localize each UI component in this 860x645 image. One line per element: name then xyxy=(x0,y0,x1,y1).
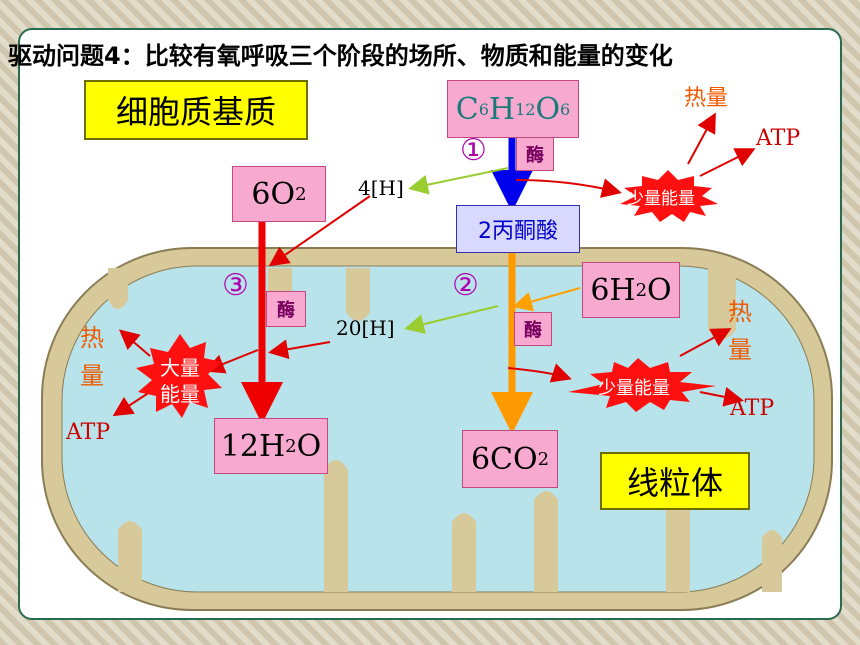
h4-to-etc-arrow xyxy=(268,195,371,267)
water6-sub: 2 xyxy=(635,279,648,301)
h20-to-etc-arrow xyxy=(268,339,331,360)
enzyme-3: 酶 xyxy=(266,291,306,327)
mid-heat-arrow xyxy=(679,328,732,357)
o2-main: 6O xyxy=(251,176,296,212)
mitochondria-label: 线粒体 xyxy=(600,452,750,510)
cytoplasm-text: 细胞质基质 xyxy=(115,93,276,131)
glucose-o: O xyxy=(535,91,561,127)
top-heat-label: 热量 xyxy=(684,86,729,111)
small-energy-arrow-2 xyxy=(507,363,572,383)
water12-sub: 2 xyxy=(285,435,297,457)
glucose-sub2: 12 xyxy=(515,99,536,119)
big-atp-label: ATP xyxy=(66,420,111,445)
water-in-arrow xyxy=(512,287,581,312)
h20-label: 20[H] xyxy=(336,316,395,340)
small-energy-burst-1 xyxy=(620,170,718,222)
mid-atp-label: ATP xyxy=(730,396,775,421)
pyruvate-text: 2丙酮酸 xyxy=(478,219,558,244)
big-energy-burst xyxy=(136,334,222,418)
co2-sub: 2 xyxy=(537,448,550,470)
mid-heat-label-1: 热 xyxy=(728,298,752,326)
glucose-c: C xyxy=(455,91,479,127)
o2-sub: 2 xyxy=(295,183,307,205)
water6-h: 6H xyxy=(590,272,636,308)
glucose-h: H xyxy=(488,91,516,127)
page-title: 驱动问题4：比较有氧呼吸三个阶段的场所、物质和能量的变化 xyxy=(8,42,673,70)
h4-label: 4[H] xyxy=(358,176,404,200)
mitochondrion xyxy=(41,247,833,611)
mid-heat-label-2: 量 xyxy=(728,336,752,364)
big-heat-label-2: 量 xyxy=(80,362,104,390)
big-energy-label-2: 能量 xyxy=(160,382,200,406)
glucose-sub3: 6 xyxy=(560,99,571,119)
enzyme-2: 酶 xyxy=(514,312,552,346)
water6-o: O xyxy=(647,272,672,308)
step1-label: ① xyxy=(460,133,487,168)
big-atp-arrow xyxy=(112,391,151,417)
step2-label: ② xyxy=(452,268,479,303)
water12-o: O xyxy=(296,428,322,464)
mitochondria-text: 线粒体 xyxy=(626,464,723,502)
big-energy-label-1: 大量 xyxy=(160,356,200,380)
glucose-sub1: 6 xyxy=(478,99,489,119)
top-heat-arrow xyxy=(687,112,716,165)
co2-main: 6CO xyxy=(470,441,538,477)
h4-arrow xyxy=(408,167,509,195)
small-energy-label-2: 少量能量 xyxy=(598,378,670,399)
top-atp-label: ATP xyxy=(756,126,801,151)
small-energy-burst-2 xyxy=(568,358,716,412)
small-energy-arrow-1 xyxy=(515,178,622,198)
top-atp-arrow xyxy=(699,148,756,177)
water12-h: 12H xyxy=(220,428,286,464)
pyruvate-box: 2丙酮酸 xyxy=(456,205,580,253)
big-heat-label-1: 热 xyxy=(80,324,104,352)
h20-arrow xyxy=(404,305,499,334)
cytoplasm-label: 细胞质基质 xyxy=(84,80,308,140)
enzyme-1: 酶 xyxy=(516,137,554,171)
mid-atp-arrow xyxy=(699,387,744,407)
small-energy-label-1: 少量能量 xyxy=(627,189,695,209)
big-heat-arrow xyxy=(118,329,151,357)
step3-label: ③ xyxy=(222,268,249,303)
